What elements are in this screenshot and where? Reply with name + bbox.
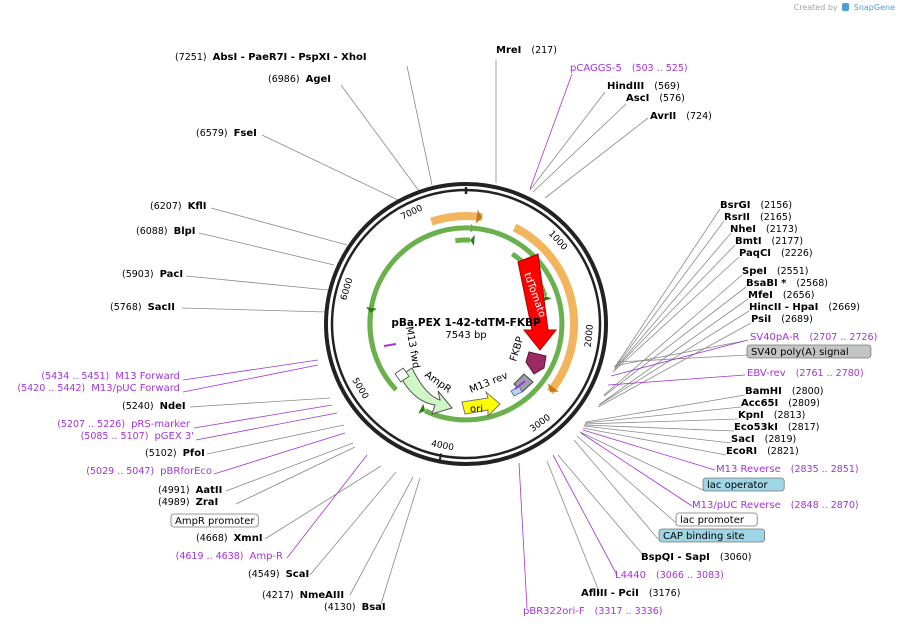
site-label: BsrGI(2156) — [720, 200, 792, 211]
site-label: HincII - HpaI(2669) — [749, 302, 860, 313]
site-label: (7251)AbsI - PaeR7I - PspXI - XhoI — [175, 52, 367, 63]
ampr-promoter-marker — [394, 367, 410, 383]
primer-label: (5029 .. 5047)pBRforEco — [86, 466, 212, 477]
site-label: (5903)PacI — [122, 269, 183, 280]
credit-prefix: Created by — [793, 3, 838, 12]
primer-label: pCAGGS-5(503 .. 525) — [570, 63, 688, 74]
site-label: RsrII(2165) — [724, 212, 792, 223]
feature-label-box — [702, 477, 785, 492]
site-label: (6579)FseI — [196, 128, 257, 139]
feature-arc — [367, 312, 376, 349]
primer-mark — [383, 343, 397, 347]
site-label: (4217)NmeAIII — [262, 590, 344, 601]
feature-arc — [454, 237, 471, 244]
feature-label-box — [746, 344, 872, 359]
feature-label-box — [675, 512, 758, 527]
site-label: BspQI - SapI(3060) — [641, 552, 752, 563]
site-label: SpeI(2551) — [742, 266, 808, 277]
site-label: Acc65I(2809) — [741, 398, 820, 409]
primer-mark — [514, 380, 526, 390]
site-label: KpnI(2813) — [738, 410, 805, 421]
site-label: (4130)BsaI — [324, 602, 386, 613]
site-label: (5102)PfoI — [145, 448, 205, 459]
m13-fwd-label: M13 fwd — [403, 326, 421, 370]
primer-label: M13/pUC Reverse(2848 .. 2870) — [692, 500, 859, 511]
primer-label: pBR322ori-F(3317 .. 3336) — [523, 606, 662, 617]
site-label: (4668)XmnI — [196, 533, 263, 544]
site-label: (6986)AgeI — [268, 74, 331, 85]
site-label: (4549)ScaI — [248, 569, 309, 580]
feature-arc — [430, 211, 483, 226]
site-label: Eco53kI(2817) — [734, 422, 820, 433]
feature-arrowhead — [418, 403, 426, 414]
site-label: HindIII(569) — [607, 81, 680, 92]
site-label: (5768)SacII — [110, 302, 175, 313]
feature-label-box — [658, 528, 765, 543]
primer-label: M13 Reverse(2835 .. 2851) — [716, 464, 859, 475]
site-label: MfeI(2656) — [748, 290, 814, 301]
primer-label: SV40pA-R(2707 .. 2726) — [750, 332, 877, 343]
site-label: EcoRI(2821) — [726, 446, 799, 457]
ruler-label: 6000 — [339, 277, 355, 302]
feature-arrowhead — [475, 209, 483, 224]
primer-label: (5085 .. 5107)pGEX 3' — [81, 431, 194, 442]
feature-arrowhead — [365, 307, 377, 313]
m13-rev-label: M13 rev — [468, 370, 510, 395]
site-label: AscI(576) — [626, 93, 685, 104]
feature-label: CAP binding site — [663, 531, 745, 542]
primer-label: (5420 .. 5442)M13/pUC Forward — [17, 383, 180, 394]
ruler-label: 2000 — [584, 324, 596, 348]
fkbp-label: FKBP — [508, 336, 526, 363]
site-label: PaqCI(2226) — [739, 248, 813, 259]
site-label: (4989)ZraI — [158, 497, 218, 508]
primer-label: EBV-rev(2761 .. 2780) — [747, 368, 864, 379]
site-label: SacI(2819) — [731, 434, 796, 445]
feature-label: lac promoter — [680, 515, 745, 526]
ruler-label: 4000 — [430, 439, 455, 453]
ruler-label: 5000 — [349, 376, 370, 401]
feature-label: lac operator — [707, 480, 768, 491]
site-labels: (7251)AbsI - PaeR7I - PspXI - XhoI (6986)… — [17, 45, 877, 617]
feature-arcs — [365, 209, 579, 423]
snapgene-credit: Created by SnapGene — [794, 3, 895, 12]
site-label: BmtI(2177) — [735, 236, 803, 247]
site-label: (6088)BlpI — [136, 226, 196, 237]
site-label: BamHI(2800) — [745, 386, 823, 397]
site-label: NheI(2173) — [730, 224, 798, 235]
ruler-label: 3000 — [528, 413, 553, 435]
feature-label: AmpR promoter — [175, 516, 255, 527]
site-label: BsaBI *(2568) — [746, 278, 828, 289]
site-label: PsiI(2689) — [751, 314, 813, 325]
tick-4000 — [438, 453, 443, 464]
feature-label-box — [170, 513, 259, 528]
ampr-arrow — [399, 367, 453, 415]
site-label: MreI(217) — [496, 45, 557, 56]
primer-label: (5434 .. 5451)M13 Forward — [41, 371, 180, 382]
feature-arc — [512, 223, 579, 395]
site-label: (6207)KflI — [150, 201, 206, 212]
credit-brand: SnapGene — [853, 3, 895, 12]
feature-arrowhead — [470, 234, 475, 246]
plasmid-name: pBa.PEX 1-42-tdTM-FKBP — [391, 317, 541, 329]
tdtomato-arrow — [517, 253, 558, 351]
primer-label: (5207 .. 5226)pRS-marker — [57, 419, 191, 430]
snapgene-logo-icon — [842, 3, 850, 11]
feature-arc — [367, 225, 565, 423]
site-label: (4991)AatII — [158, 485, 222, 496]
ori-label: ori — [470, 404, 483, 415]
primer-label: L4440(3066 .. 3083) — [615, 570, 724, 581]
leader-lines — [181, 60, 752, 608]
ori-arrow — [461, 390, 501, 418]
site-label: AflIII - PciI(3176) — [581, 588, 680, 599]
plasmid-size: 7543 bp — [445, 330, 486, 341]
site-label: AvrII(724) — [650, 111, 712, 122]
site-label: (5240)NdeI — [122, 401, 186, 412]
feature-label: SV40 poly(A) signal — [751, 347, 849, 358]
fkbp-marker — [525, 351, 547, 375]
feature-arrowhead — [547, 383, 559, 392]
primer-leader-lines — [182, 73, 749, 609]
primer-label: (4619 .. 4638)Amp-R — [176, 551, 283, 562]
